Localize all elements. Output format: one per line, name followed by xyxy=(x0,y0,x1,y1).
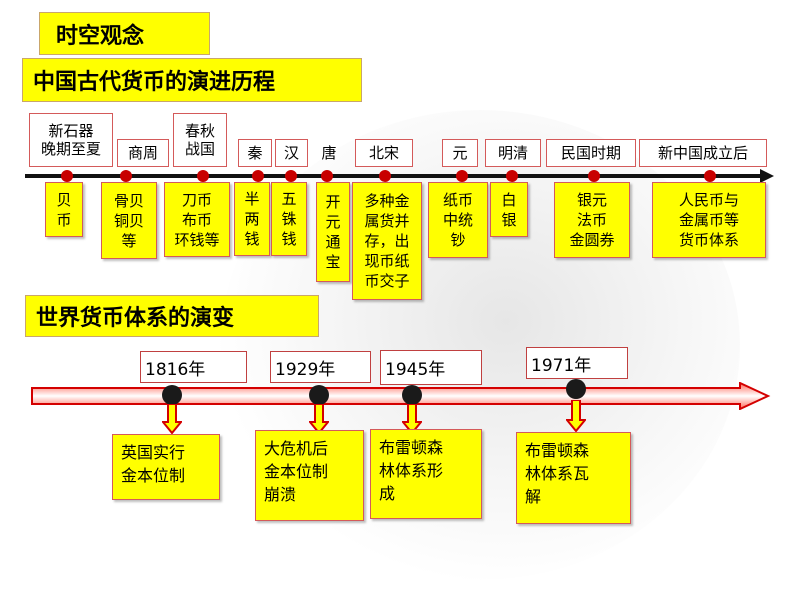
down-arrow xyxy=(162,404,182,434)
world-timeline-dot xyxy=(162,385,182,405)
ancient-timeline-arrowhead xyxy=(760,169,774,183)
timeline-dot xyxy=(588,170,600,182)
timeline-dot xyxy=(321,170,333,182)
year-1816: 1816年 xyxy=(140,351,247,383)
world-timeline-dot xyxy=(566,379,586,399)
currency-shell: 贝 币 xyxy=(45,182,83,237)
timeline-dot xyxy=(704,170,716,182)
down-arrow xyxy=(402,404,422,434)
era-shang-zhou: 商周 xyxy=(117,139,169,167)
concept-header: 时空观念 xyxy=(39,12,210,55)
timeline-dot xyxy=(120,170,132,182)
world-timeline-dot xyxy=(402,385,422,405)
concept-header-text: 时空观念 xyxy=(56,23,145,49)
down-arrow xyxy=(309,404,329,434)
ancient-timeline-line xyxy=(25,174,765,178)
event-1929: 大危机后 金本位制 崩溃 xyxy=(255,430,364,521)
world-currency-title-text: 世界货币体系的演变 xyxy=(36,306,235,331)
era-neolithic: 新石器 晚期至夏 xyxy=(29,113,113,167)
currency-zhongtongchao: 纸币 中统 钞 xyxy=(428,182,488,258)
world-timeline-dot xyxy=(309,385,329,405)
currency-kaiyuan: 开 元 通 宝 xyxy=(316,182,350,282)
timeline-dot xyxy=(61,170,73,182)
year-1971: 1971年 xyxy=(526,347,628,379)
era-northern-song: 北宋 xyxy=(355,139,413,167)
event-1945: 布雷顿森 林体系形 成 xyxy=(370,429,482,519)
currency-republic: 银元 法币 金圆券 xyxy=(554,182,630,258)
era-han: 汉 xyxy=(275,139,308,167)
currency-wuzhu: 五 铢 钱 xyxy=(271,182,307,256)
down-arrow xyxy=(566,400,586,432)
timeline-dot xyxy=(506,170,518,182)
world-currency-title: 世界货币体系的演变 xyxy=(25,295,319,337)
era-qin: 秦 xyxy=(238,139,272,167)
year-1945: 1945年 xyxy=(380,350,482,385)
currency-rmb: 人民币与 金属币等 货币体系 xyxy=(652,182,766,258)
currency-knife-spade: 刀币 布币 环钱等 xyxy=(164,182,230,257)
era-new-china: 新中国成立后 xyxy=(639,139,767,167)
world-timeline-arrow xyxy=(31,382,771,410)
timeline-dot xyxy=(285,170,297,182)
timeline-dot xyxy=(197,170,209,182)
era-tang: 唐 xyxy=(321,144,337,162)
currency-song-jiaozi: 多种金 属货并 存，出 现币纸 币交子 xyxy=(352,182,422,300)
year-1929: 1929年 xyxy=(270,351,371,383)
currency-banliang: 半 两 钱 xyxy=(234,182,270,256)
timeline-dot xyxy=(252,170,264,182)
ancient-currency-title-text: 中国古代货币的演进历程 xyxy=(33,70,276,95)
ancient-currency-title: 中国古代货币的演进历程 xyxy=(22,58,362,102)
event-1816: 英国实行 金本位制 xyxy=(112,434,220,500)
timeline-dot xyxy=(379,170,391,182)
era-ming-qing: 明清 xyxy=(485,139,541,167)
event-1971: 布雷顿森 林体系瓦 解 xyxy=(516,432,631,524)
era-spring-autumn: 春秋 战国 xyxy=(173,113,227,167)
era-republic: 民国时期 xyxy=(546,139,636,167)
timeline-dot xyxy=(456,170,468,182)
currency-silver: 白 银 xyxy=(490,182,528,237)
era-yuan: 元 xyxy=(442,139,478,167)
currency-bone-bronze-shell: 骨贝 铜贝 等 xyxy=(101,182,157,259)
